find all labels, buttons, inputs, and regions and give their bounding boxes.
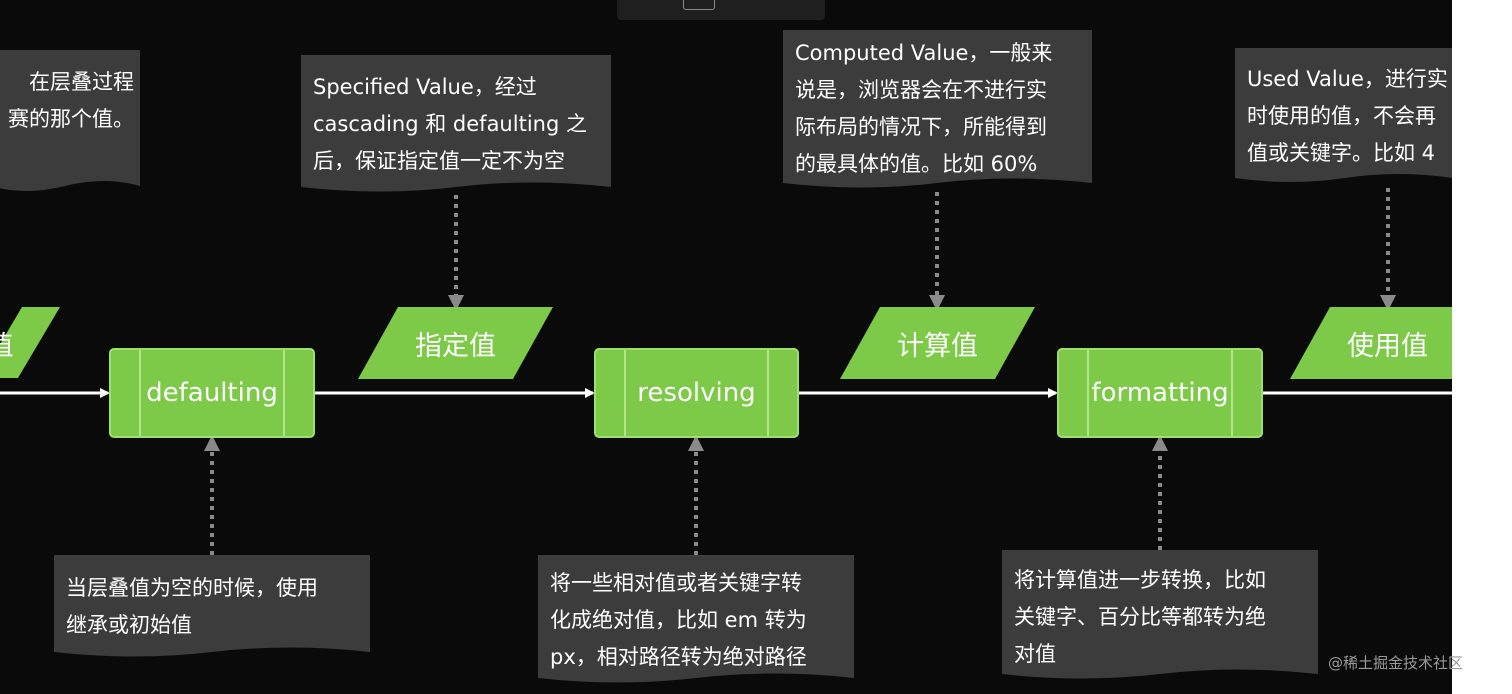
note-formatting: 将计算值进一步转换，比如 关键字、百分比等都转为绝 对值 bbox=[1014, 568, 1266, 666]
value-label-cascaded: 值 bbox=[0, 307, 20, 379]
note-shape-used bbox=[1235, 48, 1452, 182]
value-label-used: 使用值 bbox=[1347, 330, 1428, 362]
note-shape-formatting bbox=[1002, 550, 1318, 679]
value-node-computed bbox=[840, 307, 1035, 379]
toolbar-input[interactable] bbox=[683, 0, 715, 10]
note-shape-computed bbox=[783, 30, 1092, 188]
note-computed: Computed Value，一般来 说是，浏览器会在不进行实 际布局的情况下，… bbox=[795, 41, 1053, 176]
value-label-computed: 计算值 bbox=[897, 330, 978, 362]
value-node-used bbox=[1290, 307, 1460, 379]
process-label-formatting: formatting bbox=[1091, 378, 1229, 408]
process-label-resolving: resolving bbox=[637, 378, 756, 408]
process-box-formatting bbox=[1057, 348, 1263, 438]
value-label-specified: 指定值 bbox=[415, 330, 496, 362]
watermark: @稀土掘金技术社区 bbox=[1328, 654, 1464, 672]
note-shape-resolving bbox=[538, 555, 854, 683]
note-specified: Specified Value，经过 cascading 和 defaultin… bbox=[313, 75, 587, 173]
process-box-resolving bbox=[594, 348, 799, 438]
right-edge-panel bbox=[1452, 0, 1512, 694]
value-node-specified bbox=[358, 307, 553, 379]
note-shape-specified bbox=[301, 55, 611, 192]
top-toolbar bbox=[617, 0, 825, 20]
note-defaulting: 当层叠值为空的时候，使用 继承或初始值 bbox=[66, 576, 318, 637]
note-used: Used Value，进行实 时使用的值，不会再 值或关键字。比如 4 bbox=[1247, 67, 1448, 165]
note-cascaded: 在层叠过程 赛的那个值。 bbox=[8, 70, 134, 131]
note-shape-cascaded bbox=[0, 50, 140, 191]
note-resolving: 将一些相对值或者关键字转 化成绝对值，比如 em 转为 px，相对路径转为绝对路… bbox=[550, 571, 807, 669]
value-node-cascaded bbox=[0, 307, 60, 378]
note-shape-defaulting bbox=[54, 555, 370, 657]
process-label-defaulting: defaulting bbox=[146, 378, 278, 408]
process-box-defaulting bbox=[109, 348, 315, 438]
